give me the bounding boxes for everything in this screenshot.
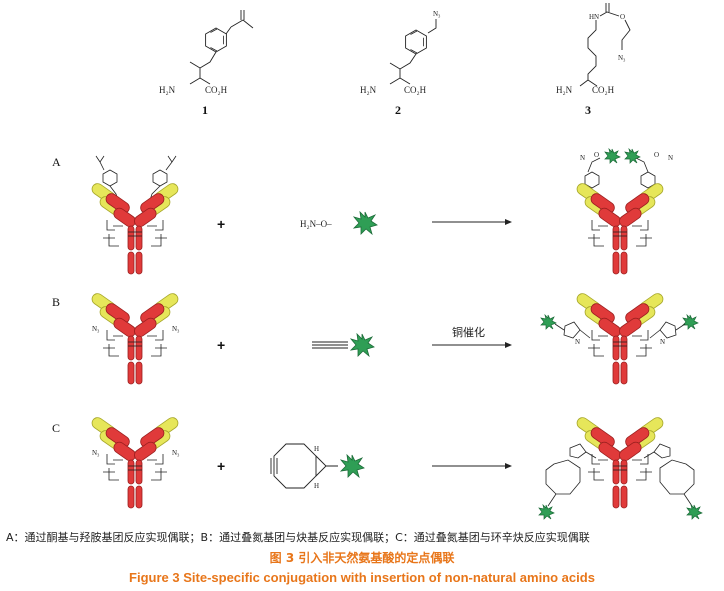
row-a-oxime-o-right: O	[654, 151, 659, 159]
row-b-condition: 铜催化	[452, 325, 485, 339]
row-c-antibody: N₃ N₃	[89, 415, 181, 509]
payload-star	[682, 314, 699, 330]
payload-star	[624, 148, 641, 164]
row-a-oxime-n-left: N	[580, 154, 585, 162]
compound-3-azide: N₃	[618, 54, 626, 62]
row-b-triazole-n-left: N	[575, 338, 580, 346]
row-c-h-bottom: H	[314, 482, 319, 490]
row-b-plus: +	[217, 337, 225, 353]
row-a-product: N O O N	[574, 148, 673, 275]
compound-3-o: O	[620, 13, 625, 21]
row-a-reagent-label: H₂N–O–	[300, 219, 332, 229]
row-b-product: N N	[540, 291, 699, 385]
row-c-plus: +	[217, 458, 225, 474]
row-c-h-top: H	[314, 445, 319, 453]
compound-1: H₂N CO₂H 1	[159, 10, 254, 117]
row-c-azide-left: N₃	[92, 449, 100, 457]
payload-star	[340, 454, 365, 478]
row-a-reagent: H₂N–O–	[300, 211, 378, 235]
row-b-arrow: 铜催化	[432, 325, 512, 348]
compound-1-acid: CO₂H	[205, 85, 228, 95]
compound-2-acid: CO₂H	[404, 85, 427, 95]
compound-3-amine: H₂N	[556, 85, 573, 95]
figure-legend: A：通过酮基与羟胺基团反应实现偶联；B：通过叠氮基团与炔基反应实现偶联；C：通过…	[6, 531, 590, 544]
compound-3-nh: HN	[589, 13, 599, 21]
compound-2-azide: N₃	[433, 10, 441, 18]
compound-3-number: 3	[585, 103, 591, 117]
row-b-azide-right: N₃	[172, 325, 180, 333]
row-c-label: C	[52, 421, 60, 435]
compound-2-amine: H₂N	[360, 85, 377, 95]
compound-1-number: 1	[202, 103, 208, 117]
compound-3: HN O N₃ H₂N CO₂H 3	[556, 3, 631, 117]
row-a-plus: +	[217, 216, 225, 232]
compound-2-number: 2	[395, 103, 401, 117]
row-c-reagent: H H	[270, 443, 365, 490]
row-b-antibody: N₃ N₃	[89, 291, 181, 385]
payload-star	[540, 314, 557, 330]
payload-star	[353, 211, 378, 235]
row-b-label: B	[52, 295, 60, 309]
row-a-label: A	[52, 155, 61, 169]
figure-title-english: Figure 3 Site-specific conjugation with …	[129, 570, 595, 585]
row-b-azide-left: N₃	[92, 325, 100, 333]
figure-title-chinese: 图 3 引入非天然氨基酸的定点偶联	[269, 551, 455, 565]
row-b-reagent	[312, 333, 375, 357]
compound-3-acid: CO₂H	[592, 85, 615, 95]
row-b-triazole-n-right: N	[660, 338, 665, 346]
row-c-azide-right: N₃	[172, 449, 180, 457]
payload-star	[604, 148, 621, 164]
figure-canvas: H₂N CO₂H 1 N₃ H₂N CO₂H 2 HN O N₃ H₂N CO₂…	[52, 3, 703, 520]
compound-1-amine: H₂N	[159, 85, 176, 95]
row-a-antibody	[89, 155, 181, 275]
payload-star	[686, 504, 703, 520]
row-c-product	[538, 415, 703, 520]
row-c-arrow	[432, 463, 512, 469]
payload-star	[350, 333, 375, 357]
payload-star	[538, 504, 555, 520]
compound-2: N₃ H₂N CO₂H 2	[360, 10, 441, 117]
row-a-arrow	[432, 219, 512, 225]
row-a-oxime-n-right: N	[668, 154, 673, 162]
row-a-oxime-o-left: O	[594, 151, 599, 159]
